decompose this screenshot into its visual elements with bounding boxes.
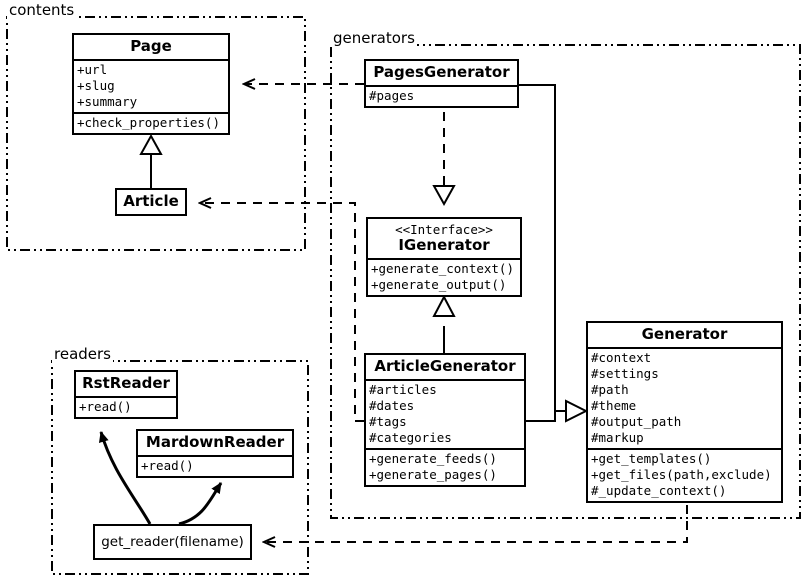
attribute-categories: #categories — [369, 430, 452, 445]
class-box-articlegenerator[interactable]: ArticleGenerator #articles #dates #tags … — [364, 353, 526, 487]
class-attributes-pagesgenerator: #pages — [366, 85, 517, 106]
method-generate-context: +generate_context() — [371, 261, 514, 276]
class-box-rstreader[interactable]: RstReader +read() — [74, 370, 178, 419]
attribute-dates: #dates — [369, 398, 415, 413]
connector-article-inherits-page — [139, 133, 163, 188]
connector-getreader-to-mardownreader — [178, 482, 223, 526]
class-name-mardownreader: MardownReader — [145, 433, 285, 451]
function-box-get-reader[interactable]: get_reader(filename) — [93, 524, 252, 560]
class-name-generator: Generator — [641, 325, 728, 343]
method-get-files: +get_files(path,exclude) — [591, 467, 772, 482]
class-stereotype-igenerator: <<Interface>> — [395, 222, 493, 237]
method-check-properties: +check_properties() — [77, 115, 220, 130]
attribute-pages: #pages — [369, 88, 415, 103]
class-attributes-generator: #context #settings #path #theme #output_… — [588, 347, 781, 448]
method-get-templates: +get_templates() — [591, 451, 712, 466]
attribute-theme: #theme — [591, 398, 637, 413]
class-box-mardownreader[interactable]: MardownReader +read() — [136, 429, 294, 478]
attribute-url: +url — [77, 62, 108, 77]
class-methods-rstreader: +read() — [76, 396, 176, 417]
connector-generators-inherit-generator — [519, 84, 589, 423]
class-box-article[interactable]: Article — [115, 188, 187, 216]
attribute-summary: +summary — [77, 94, 138, 109]
method-generate-pages: +generate_pages() — [369, 467, 497, 482]
method-rstreader-read: +read() — [79, 399, 132, 414]
class-box-page[interactable]: Page +url +slug +summary +check_properti… — [72, 33, 230, 135]
attribute-tags: #tags — [369, 414, 407, 429]
attribute-slug: +slug — [77, 78, 115, 93]
class-name-pagesgenerator: PagesGenerator — [373, 63, 510, 81]
class-box-generator[interactable]: Generator #context #settings #path #them… — [586, 321, 783, 503]
class-box-igenerator[interactable]: <<Interface>> IGenerator +generate_conte… — [366, 217, 522, 297]
class-attributes-articlegenerator: #articles #dates #tags #categories — [366, 379, 524, 448]
class-methods-articlegenerator: +generate_feeds() +generate_pages() — [366, 448, 524, 485]
method-update-context: #_update_context() — [591, 483, 727, 498]
connector-generator-to-getreader — [264, 505, 688, 542]
attribute-context: #context — [591, 350, 652, 365]
method-mardownreader-read: +read() — [141, 458, 194, 473]
connector-articlegenerator-to-article — [200, 203, 364, 422]
method-generate-output: +generate_output() — [371, 277, 507, 292]
method-generate-feeds: +generate_feeds() — [369, 451, 497, 466]
class-name-articlegenerator: ArticleGenerator — [374, 357, 516, 375]
connector-pagesgenerator-realizes-igenerator — [432, 112, 456, 207]
attribute-markup: #markup — [591, 430, 644, 445]
class-methods-generator: +get_templates() +get_files(path,exclude… — [588, 448, 781, 501]
class-name-igenerator: IGenerator — [398, 236, 490, 254]
class-name-page: Page — [130, 37, 172, 55]
class-methods-page: +check_properties() — [74, 112, 228, 133]
package-label-generators: generators — [331, 29, 417, 47]
class-methods-mardownreader: +read() — [138, 455, 292, 476]
attribute-settings: #settings — [591, 366, 659, 381]
class-attributes-page: +url +slug +summary — [74, 59, 228, 112]
attribute-path: #path — [591, 382, 629, 397]
attribute-articles: #articles — [369, 382, 437, 397]
class-methods-igenerator: +generate_context() +generate_output() — [368, 258, 520, 295]
package-label-contents: contents — [7, 1, 77, 19]
class-box-pagesgenerator[interactable]: PagesGenerator #pages — [364, 59, 519, 108]
attribute-output-path: #output_path — [591, 414, 682, 429]
class-name-rstreader: RstReader — [82, 374, 170, 392]
connector-articlegenerator-inherits-igenerator — [432, 294, 456, 355]
package-label-readers: readers — [52, 345, 113, 363]
class-name-article: Article — [123, 192, 179, 210]
